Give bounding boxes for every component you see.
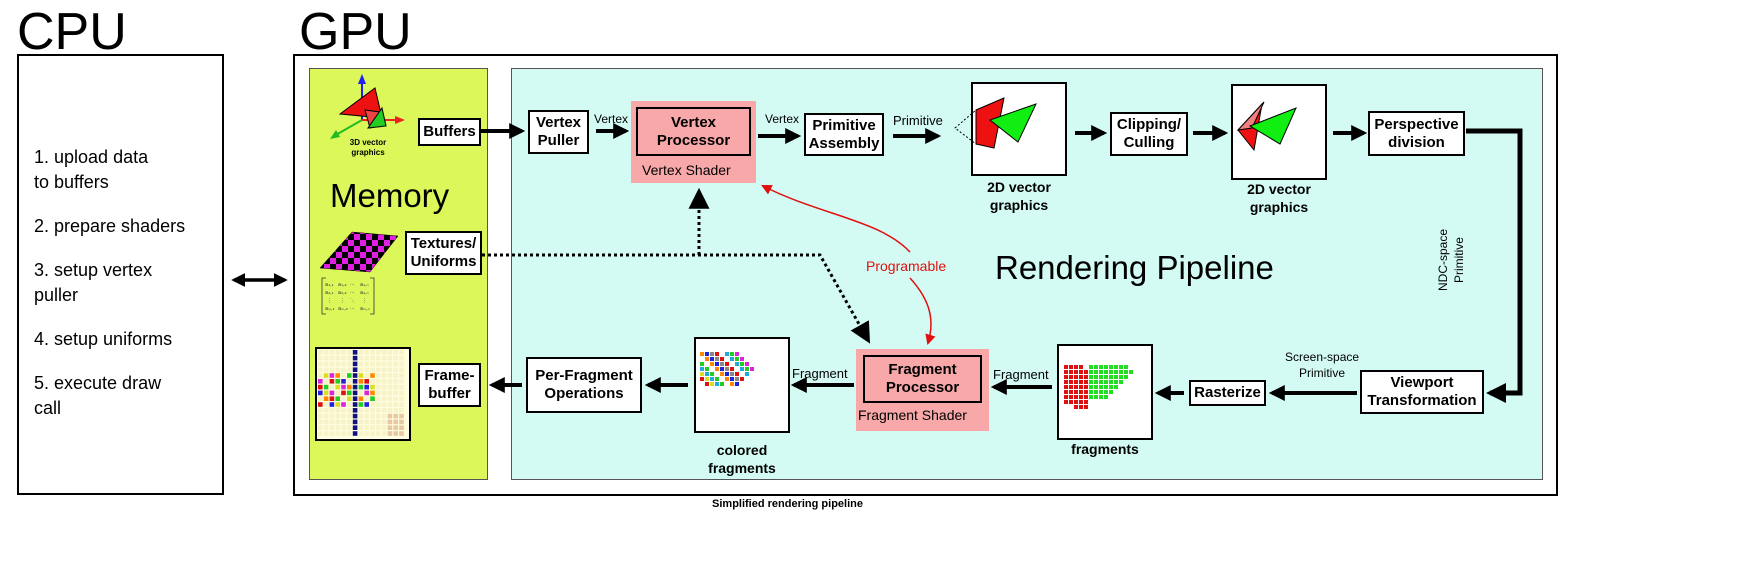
programable-arrow-fragment: [909, 277, 936, 346]
vec2d-caption-1: 2D vector graphics: [987, 179, 1051, 213]
cpu-step: 5. execute draw call: [34, 373, 162, 418]
buffers-box: Buffers: [418, 118, 481, 146]
fragments-caption: fragments: [1071, 441, 1139, 457]
arrow-persp-viewport: [1466, 128, 1523, 403]
gpu-title: GPU: [299, 3, 412, 61]
perspective-division-box: Perspective division: [1368, 111, 1465, 156]
textures-uniforms-box: Textures/ Uniforms: [405, 231, 482, 275]
axes-icon: [330, 74, 405, 139]
cpu-steps: 1. upload data to buffers 2. prepare sha…: [34, 145, 214, 440]
memory-title: Memory: [330, 177, 450, 214]
triangles-icon-1: [954, 97, 1037, 149]
cpu-step: 4. setup uniforms: [34, 329, 173, 349]
cpu-panel: [17, 54, 224, 495]
vec2d-caption-2: 2D vector graphics: [1247, 181, 1311, 215]
svg-text:a₁,₁: a₁,₁: [325, 282, 334, 288]
colored-fragments-caption: colored fragments: [708, 442, 776, 476]
cpu-step: 2. prepare shaders: [34, 216, 186, 236]
programable-label: Programable: [866, 258, 947, 274]
edge-label-screen-2: Primitive: [1299, 366, 1346, 380]
svg-text:a₁,ₙ: a₁,ₙ: [360, 282, 369, 288]
svg-text:a₂,₁: a₂,₁: [325, 290, 334, 296]
svg-text:a₂,₂: a₂,₂: [338, 290, 347, 296]
edge-label-vertex-1: Vertex: [594, 112, 629, 126]
edge-label-ndc: NDC-space Primitive: [1436, 229, 1466, 292]
edge-label-vertex-2: Vertex: [765, 112, 800, 126]
cpu-step: 3. setup vertex puller: [34, 260, 153, 305]
svg-text:⋯: ⋯: [350, 282, 355, 288]
svg-text:a₁,₂: a₁,₂: [338, 282, 347, 288]
vertex-shader-label: Vertex Shader: [642, 162, 731, 178]
rasterize-box: Rasterize: [1189, 380, 1266, 406]
svg-text:⋮: ⋮: [362, 298, 367, 304]
edge-label-screen-1: Screen-space: [1285, 350, 1360, 364]
framebuffer-grid-icon: [318, 350, 404, 436]
viewport-transformation-box: Viewport Transformation: [1360, 370, 1484, 414]
svg-text:a₂,ₙ: a₂,ₙ: [360, 290, 369, 296]
framebuffer-box: Frame- buffer: [418, 363, 481, 407]
svg-text:aₘ,ₙ: aₘ,ₙ: [360, 306, 370, 312]
per-fragment-operations-box: Per-Fragment Operations: [526, 357, 642, 413]
checkerboard-icon: [319, 231, 399, 273]
svg-text:⋮: ⋮: [340, 298, 345, 304]
edge-label-primitive: Primitive: [893, 113, 943, 128]
svg-text:⋮: ⋮: [327, 298, 332, 304]
pipeline-title: Rendering Pipeline: [995, 249, 1274, 286]
svg-text:aₘ,₂: aₘ,₂: [338, 306, 348, 312]
dotted-arrow-textures-fragment: [482, 253, 871, 344]
svg-text:⋯: ⋯: [350, 306, 355, 312]
colored-fragments-icon: [700, 352, 754, 386]
cpu-step: 1. upload data to buffers: [34, 147, 149, 192]
edge-label-fragment-1: Fragment: [993, 367, 1049, 382]
edge-label-fragment-2: Fragment: [792, 366, 848, 381]
triangles-icon-2: [1236, 101, 1297, 152]
primitive-assembly-box: Primitive Assembly: [804, 113, 884, 156]
fragments-icon: [1064, 365, 1133, 409]
clipping-culling-box: Clipping/ Culling: [1110, 112, 1188, 156]
svg-text:aₘ,₁: aₘ,₁: [325, 306, 335, 312]
programable-arrow-vertex: [761, 185, 911, 253]
cpu-title: CPU: [17, 3, 127, 61]
figure-caption: Simplified rendering pipeline: [712, 498, 863, 510]
svg-text:⋯: ⋯: [350, 290, 355, 296]
fragment-shader-label: Fragment Shader: [858, 407, 967, 423]
vector-graphics-caption: 3D vector graphics: [349, 138, 387, 157]
fragment-processor-box: Fragment Processor: [863, 355, 982, 403]
svg-text:⋱: ⋱: [350, 298, 355, 304]
vertex-puller-box: Vertex Puller: [528, 110, 589, 154]
vertex-processor-box: Vertex Processor: [636, 107, 751, 156]
